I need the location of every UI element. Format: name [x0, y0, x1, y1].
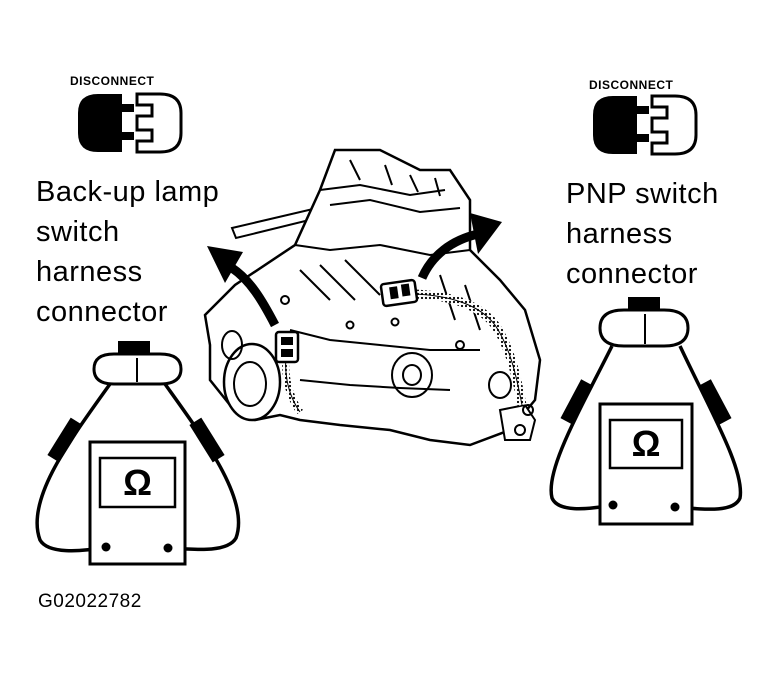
- callout-left: Back-up lamp switch harness connector: [36, 172, 219, 332]
- callout-right: PNP switch harness connector: [566, 174, 719, 294]
- ohm-symbol-right: Ω: [631, 423, 661, 464]
- callout-right-line-2: harness: [566, 218, 673, 250]
- callout-right-line-1: PNP switch: [566, 178, 719, 210]
- back-up-lamp-switch-connector: [274, 330, 300, 364]
- arrow-icon-right: [417, 213, 502, 280]
- ohmmeter-icon-right: [598, 402, 694, 526]
- callout-left-line-4: connector: [36, 296, 168, 328]
- pnp-switch-connector: [379, 278, 419, 308]
- disconnect-label-left: DISCONNECT: [70, 74, 155, 88]
- disconnect-connector-icon-right: [593, 94, 698, 156]
- arrow-icon-left: [207, 246, 279, 328]
- ohmmeter-setup-left: [35, 341, 241, 566]
- disconnect-connector-icon-left: [78, 92, 183, 154]
- ohmmeter-setup-right: [549, 297, 743, 526]
- callout-left-line-1: Back-up lamp: [36, 176, 220, 208]
- disconnect-label-right: DISCONNECT: [589, 78, 674, 92]
- figure-id: G02022782: [38, 591, 142, 612]
- callout-right-line-3: connector: [566, 258, 698, 290]
- callout-left-line-3: harness: [36, 256, 143, 288]
- ohmmeter-icon-left: [88, 440, 187, 566]
- callout-left-line-2: switch: [36, 216, 120, 248]
- ohm-symbol-left: Ω: [123, 461, 152, 503]
